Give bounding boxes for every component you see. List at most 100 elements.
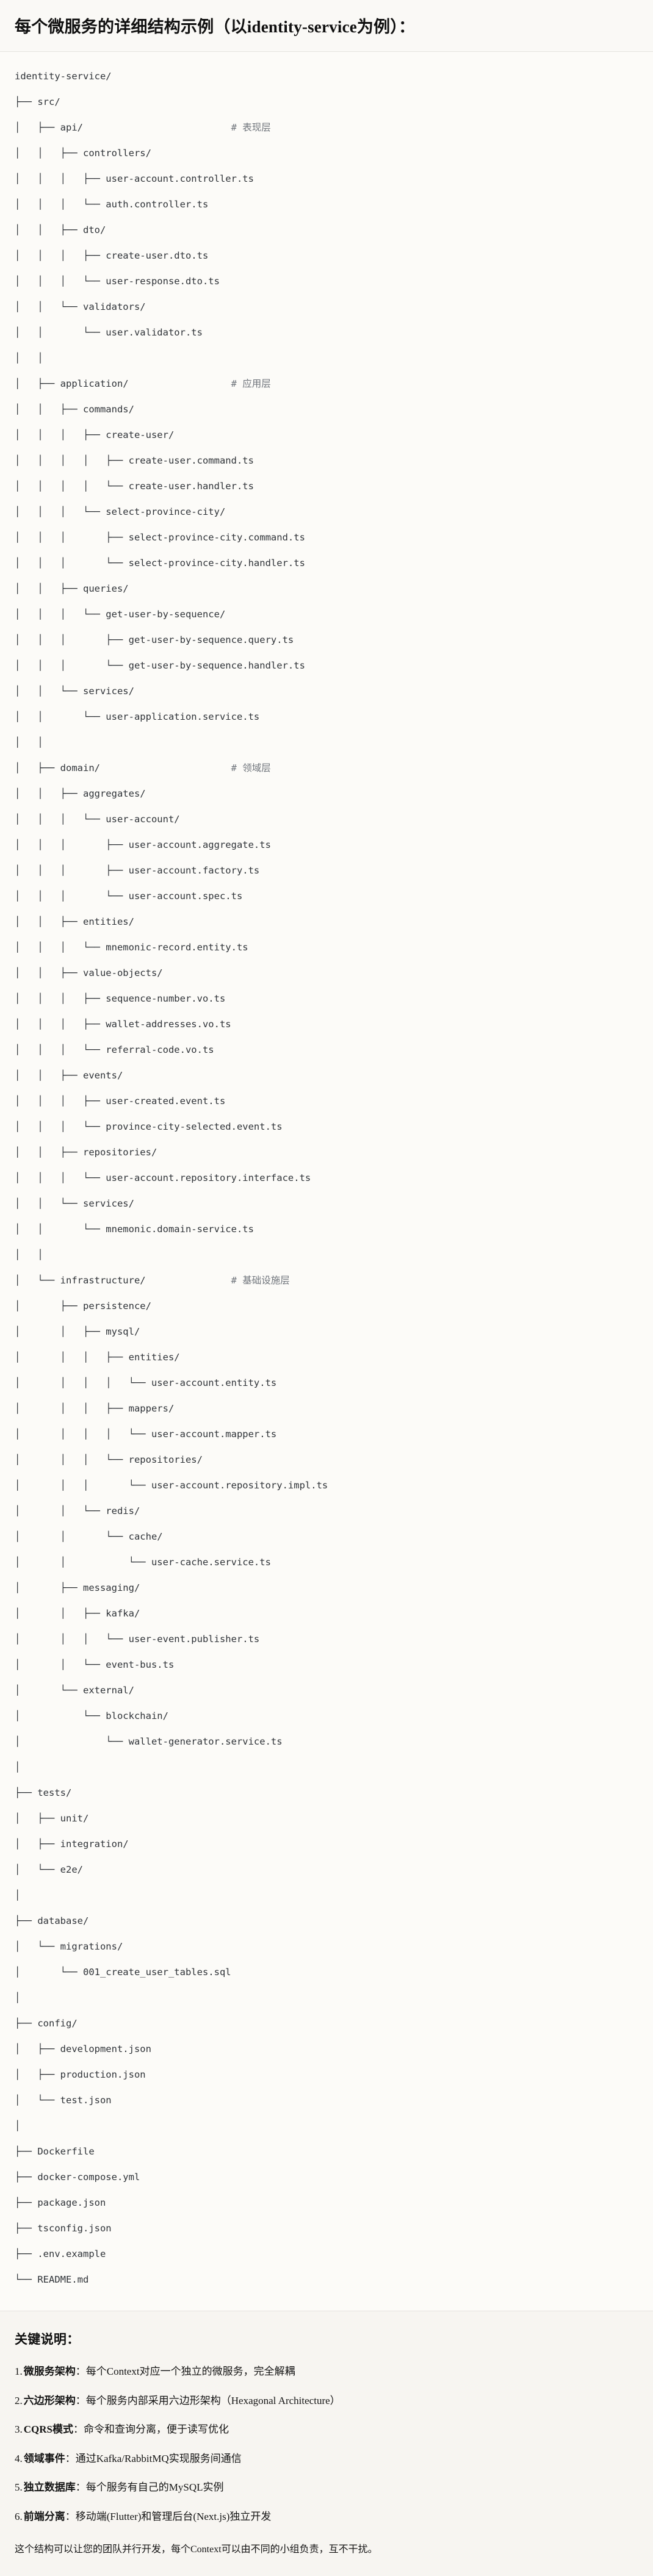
key-note-number: 6.: [15, 2510, 23, 2522]
tree-line: │ │ │ └── mnemonic-record.entity.ts: [15, 942, 248, 953]
tree-line: │ │ │ │ └── user-account.mapper.ts: [15, 1429, 277, 1440]
key-note-term: CQRS模式: [23, 2424, 73, 2436]
key-note-description: 每个服务有自己的MySQL实例: [85, 2481, 224, 2494]
tree-line: ├── config/: [15, 2018, 78, 2029]
tree-line: │: [15, 1762, 21, 1773]
tree-line: │ │ ├── dto/: [15, 224, 106, 236]
tree-line-comment: # 应用层: [231, 378, 271, 390]
tree-line: │ │ ├── kafka/: [15, 1608, 140, 1620]
tree-line: │ │ └── mnemonic.domain-service.ts: [15, 1224, 254, 1235]
tree-line: │ │ │ ├── mappers/: [15, 1403, 175, 1415]
tree-line: │ │ │ └── user-event.publisher.ts: [15, 1634, 260, 1645]
tree-line: │ │ │ └── select-province-city.handler.t…: [15, 558, 305, 569]
key-note-description: 移动端(Flutter)和管理后台(Next.js)独立开发: [75, 2510, 272, 2522]
tree-line: │ │ │ └── auth.controller.ts: [15, 199, 209, 210]
tree-line: │ └── infrastructure/ # 基础设施层: [15, 1274, 638, 1287]
tree-line: │ │ │ └── province-city-selected.event.t…: [15, 1121, 283, 1133]
key-note-separator: ：: [65, 2452, 76, 2464]
key-note-term: 独立数据库: [23, 2481, 76, 2494]
key-note-number: 5.: [15, 2481, 23, 2494]
directory-tree: identity-service/ ├── src/ │ ├── api/ # …: [15, 70, 638, 2286]
tree-line: │ │ ├── mysql/: [15, 1326, 140, 1338]
key-note-number: 3.: [15, 2424, 23, 2436]
tree-line: │ │ │ ├── get-user-by-sequence.query.ts: [15, 634, 294, 646]
tree-line: │ │ │ └── select-province-city/: [15, 506, 226, 518]
tree-line: │: [15, 1992, 21, 2004]
tree-line: │ │ ├── repositories/: [15, 1147, 157, 1158]
key-note-item: 2.六边形架构：每个服务内部采用六边形架构（Hexagonal Architec…: [15, 2393, 638, 2409]
tree-line: │ ├── domain/ # 领域层: [15, 762, 638, 775]
tree-line-path: │ ├── application/: [15, 378, 231, 390]
tree-line: ├── src/: [15, 96, 60, 108]
tree-line: │ │ │ └── referral-code.vo.ts: [15, 1044, 214, 1056]
tree-line: │ │ │ ├── sequence-number.vo.ts: [15, 993, 226, 1005]
tree-line: ├── tsconfig.json: [15, 2223, 112, 2234]
tree-line: │ │ │ │ └── create-user.handler.ts: [15, 481, 254, 492]
tree-line: │ └── wallet-generator.service.ts: [15, 1736, 283, 1748]
key-note-description: 命令和查询分离，便于读写优化: [83, 2424, 229, 2436]
tree-line: │: [15, 1890, 21, 1901]
tree-line: │ │ │ │ └── user-account.entity.ts: [15, 1377, 277, 1389]
tree-line: │ │ │ ├── wallet-addresses.vo.ts: [15, 1019, 231, 1030]
tree-line-path: │ ├── api/: [15, 122, 231, 134]
key-note-separator: ：: [75, 2366, 86, 2378]
tree-line-comment: # 领域层: [231, 762, 271, 774]
tree-line: │ │ │ ├── create-user.dto.ts: [15, 250, 209, 262]
key-note-description: 通过Kafka/RabbitMQ实现服务间通信: [75, 2452, 242, 2464]
tree-line: │ │ │ ├── create-user/: [15, 429, 175, 441]
key-note-number: 2.: [15, 2394, 23, 2406]
tree-line: │ ├── application/ # 应用层: [15, 378, 638, 390]
tree-line: │ │ └── services/: [15, 1198, 134, 1210]
tree-line: │ │ └── user.validator.ts: [15, 327, 203, 339]
key-note-separator: ：: [75, 2481, 86, 2494]
tree-line: │ └── blockchain/: [15, 1710, 168, 1722]
tree-line: │ │ ├── aggregates/: [15, 788, 146, 800]
key-note-description: 每个Context对应一个独立的微服务，完全解耦: [85, 2366, 295, 2378]
tree-line: │ │ ├── entities/: [15, 916, 134, 928]
tree-line-path: │ └── infrastructure/: [15, 1275, 231, 1286]
tree-line: │ │ │ └── user-account.repository.impl.t…: [15, 1480, 328, 1491]
tree-line: │ │ └── redis/: [15, 1505, 140, 1517]
tree-line: ├── .env.example: [15, 2248, 106, 2260]
tree-line: │ └── 001_create_user_tables.sql: [15, 1967, 231, 1978]
key-note-term: 前端分离: [23, 2510, 65, 2522]
tree-line: │ │ │ └── repositories/: [15, 1454, 203, 1466]
tree-line: │ ├── unit/: [15, 1813, 89, 1824]
key-note-term: 六边形架构: [23, 2394, 76, 2406]
key-note-description: 每个服务内部采用六边形架构（Hexagonal Architecture）: [85, 2394, 341, 2406]
tree-line: ├── package.json: [15, 2197, 106, 2209]
title-section: 每个微服务的详细结构示例（以identity-service为例）：: [0, 0, 653, 52]
tree-line: │ │ └── user-cache.service.ts: [15, 1557, 271, 1568]
tree-line-comment: # 基础设施层: [231, 1275, 290, 1286]
tree-line: │ │ └── user-application.service.ts: [15, 711, 260, 723]
tree-line: │ ├── production.json: [15, 2069, 146, 2081]
tree-line: │ │ │ │ ├── create-user.command.ts: [15, 455, 254, 467]
tree-line: │ │ │ └── get-user-by-sequence.handler.t…: [15, 660, 305, 672]
tree-line: └── README.md: [15, 2274, 89, 2286]
tree-line: │ ├── persistence/: [15, 1301, 151, 1312]
tree-line: │ │ │ ├── user-account.factory.ts: [15, 865, 260, 877]
tree-line: ├── Dockerfile: [15, 2146, 95, 2158]
tree-line: │ │ ├── queries/: [15, 583, 129, 595]
key-note-separator: ：: [65, 2510, 76, 2522]
key-note-separator: ：: [75, 2394, 86, 2406]
page-title: 每个微服务的详细结构示例（以identity-service为例）：: [15, 18, 416, 36]
key-note-term: 领域事件: [23, 2452, 65, 2464]
tree-line: │ ├── development.json: [15, 2043, 151, 2055]
tree-line: │ │ ├── commands/: [15, 404, 134, 415]
directory-tree-section: identity-service/ ├── src/ │ ├── api/ # …: [0, 52, 653, 2312]
key-note-item: 3.CQRS模式：命令和查询分离，便于读写优化: [15, 2422, 638, 2438]
tree-line: │ │ │ └── user-account/: [15, 814, 180, 825]
key-note-item: 1.微服务架构：每个Context对应一个独立的微服务，完全解耦: [15, 2364, 638, 2380]
tree-line: │ │ │ └── user-response.dto.ts: [15, 276, 220, 287]
key-note-item: 5.独立数据库：每个服务有自己的MySQL实例: [15, 2480, 638, 2495]
tree-line: │ │ └── services/: [15, 686, 134, 697]
tree-line-path: │ ├── domain/: [15, 762, 231, 774]
tree-line: │ │ ├── value-objects/: [15, 967, 163, 979]
tree-line: │ └── migrations/: [15, 1941, 123, 1953]
tree-line: identity-service/: [15, 71, 112, 82]
tree-line: │ └── e2e/: [15, 1864, 83, 1876]
tree-line: │ │: [15, 353, 43, 364]
tree-line: │ │ │ └── user-account.repository.interf…: [15, 1172, 311, 1184]
